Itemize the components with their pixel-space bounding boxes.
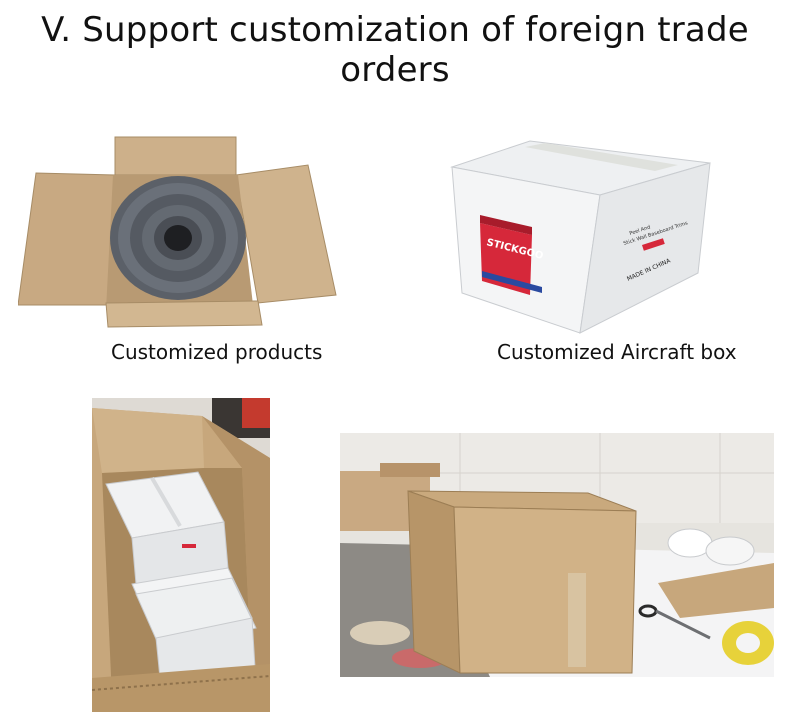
caption-customized-aircraft-box: Customized Aircraft box — [497, 340, 737, 364]
photo-open-box-with-roll — [18, 135, 338, 330]
closed-carton-illustration — [340, 433, 774, 677]
aircraft-box-illustration: STICKGOO Peel And Stick Wall Baseboard T… — [450, 135, 712, 335]
photo-aircraft-box: STICKGOO Peel And Stick Wall Baseboard T… — [450, 135, 712, 335]
caption-customized-products: Customized products — [111, 340, 323, 364]
photo-closed-carton — [340, 433, 774, 677]
photo-carton-with-boxes — [92, 398, 270, 712]
page-title: V. Support customization of foreign trad… — [41, 10, 749, 90]
open-box-roll-illustration — [18, 135, 338, 330]
carton-boxes-illustration — [92, 398, 270, 712]
